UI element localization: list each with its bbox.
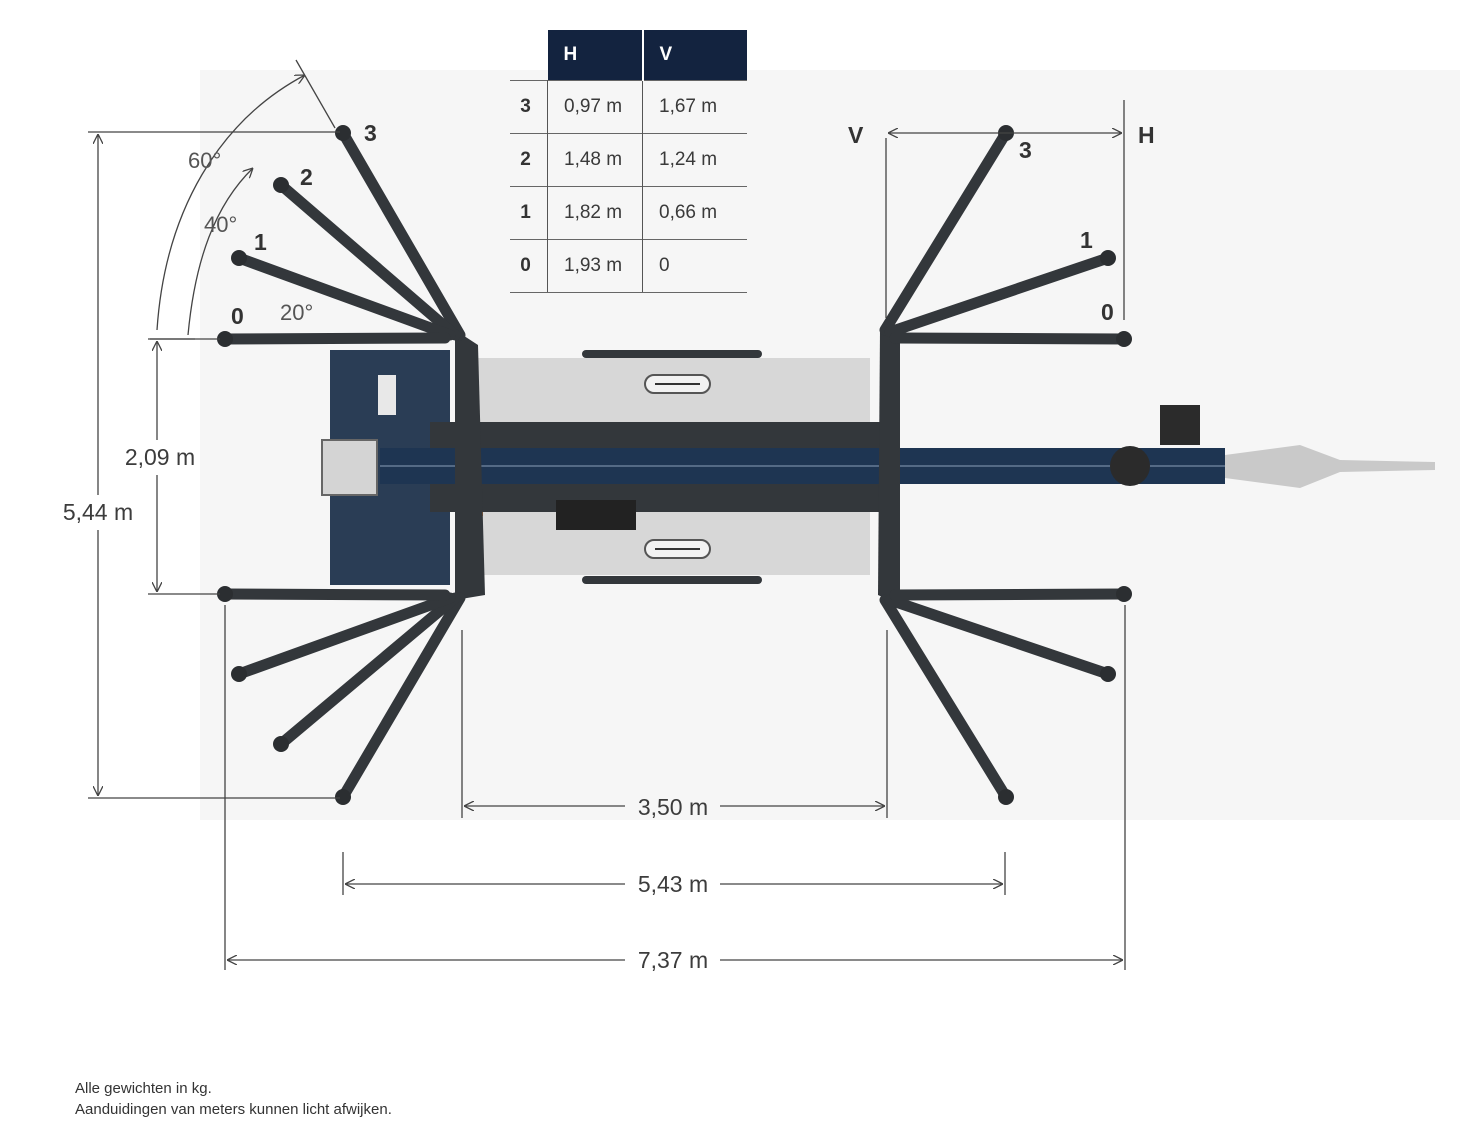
row-v-value: 0: [642, 239, 747, 293]
dim-width-total: 7,37 m: [638, 947, 708, 973]
table-row: 3 0,97 m 1,67 m: [510, 80, 747, 134]
row-v-value: 1,67 m: [642, 80, 747, 134]
boom-tip: [1225, 445, 1435, 488]
panel-white: [378, 375, 396, 415]
engine-block: [321, 439, 378, 496]
outrigger-table: H V 3 0,97 m 1,67 m 2 1,48 m 1,24 m 1 1,…: [510, 30, 747, 293]
row-h-value: 1,93 m: [547, 239, 643, 293]
row-h-value: 1,48 m: [547, 133, 643, 187]
pos-label-0-left: 0: [231, 303, 244, 329]
pos-label-3-right: 3: [1019, 137, 1032, 163]
row-position: 3: [510, 80, 548, 134]
table-row: 2 1,48 m 1,24 m: [510, 133, 747, 187]
pos-label-2-left: 2: [300, 164, 313, 190]
header-h: H: [547, 30, 644, 81]
dim-width-inner: 3,50 m: [638, 794, 708, 820]
table-corner: [510, 30, 548, 81]
header-v: V: [642, 30, 747, 81]
axis-v-label: V: [848, 122, 864, 148]
angle-60: 60°: [188, 148, 221, 173]
machine: [217, 125, 1435, 805]
row-position: 1: [510, 186, 548, 240]
pos-label-1-right: 1: [1080, 227, 1093, 253]
row-position: 2: [510, 133, 548, 187]
row-v-value: 0,66 m: [642, 186, 747, 240]
row-h-value: 1,82 m: [547, 186, 643, 240]
angle-40: 40°: [204, 212, 237, 237]
dim-height-total: 5,44 m: [63, 499, 133, 525]
row-v-value: 1,24 m: [642, 133, 747, 187]
track-bottom: [582, 576, 762, 584]
counterweight: [556, 500, 636, 530]
angle-20: 20°: [280, 300, 313, 325]
axis-h-label: H: [1138, 122, 1155, 148]
footnote: Alle gewichten in kg. Aanduidingen van m…: [75, 1078, 392, 1120]
row-position: 0: [510, 239, 548, 293]
pos-label-1-left: 1: [254, 229, 267, 255]
footnote-line-2: Aanduidingen van meters kunnen licht afw…: [75, 1101, 392, 1118]
pos-label-3-left: 3: [364, 120, 377, 146]
table-row: 1 1,82 m 0,66 m: [510, 186, 747, 240]
dimension-lines: [88, 59, 1126, 970]
dim-height-base: 2,09 m: [125, 444, 195, 470]
track-top: [582, 350, 762, 358]
row-h-value: 0,97 m: [547, 80, 643, 134]
footnote-line-1: Alle gewichten in kg.: [75, 1080, 212, 1097]
pos-label-0-right: 0: [1101, 299, 1114, 325]
table-row: 0 1,93 m 0: [510, 239, 747, 293]
dim-width-mid: 5,43 m: [638, 871, 708, 897]
